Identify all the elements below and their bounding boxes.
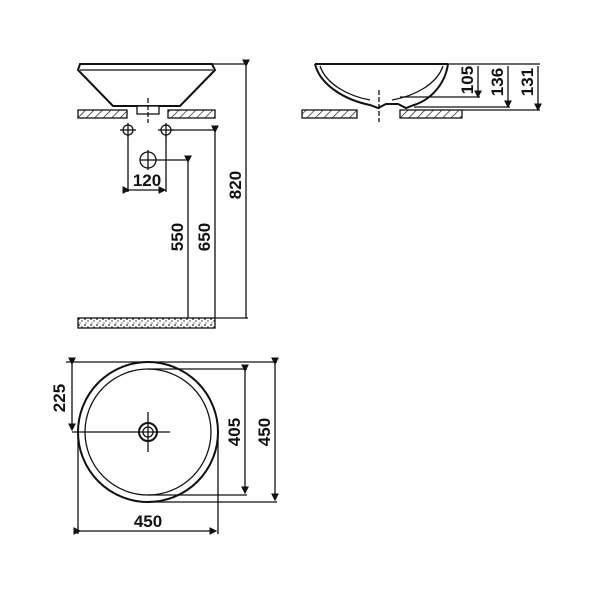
tap-holes — [120, 123, 174, 137]
dim-floor-to-drain: 550 — [168, 223, 187, 251]
plan-view: 225 405 450 450 — [50, 357, 279, 535]
dim-outer-height: 136 — [488, 68, 507, 96]
floor — [77, 317, 216, 329]
front-view: 120 550 650 820 — [76, 59, 250, 329]
dim-outer-diameter-vertical: 450 — [255, 418, 274, 446]
side-counter-right — [399, 109, 463, 119]
dim-tap-spacing: 120 — [133, 171, 161, 190]
counter-left — [77, 109, 128, 119]
dim-floor-to-top: 820 — [226, 171, 245, 199]
dim-inner-depth: 105 — [458, 66, 477, 94]
dim-floor-to-tap: 650 — [195, 223, 214, 251]
counter-right — [167, 109, 216, 119]
basin-side-outline — [314, 63, 449, 110]
dim-height-above-counter: 131 — [518, 68, 537, 96]
side-counter-left — [301, 109, 358, 119]
side-view: 105 136 131 — [301, 63, 542, 122]
dim-inner-diameter: 405 — [225, 418, 244, 446]
dim-drain-offset: 225 — [50, 384, 69, 412]
dim-outer-diameter-horizontal: 450 — [134, 512, 162, 531]
